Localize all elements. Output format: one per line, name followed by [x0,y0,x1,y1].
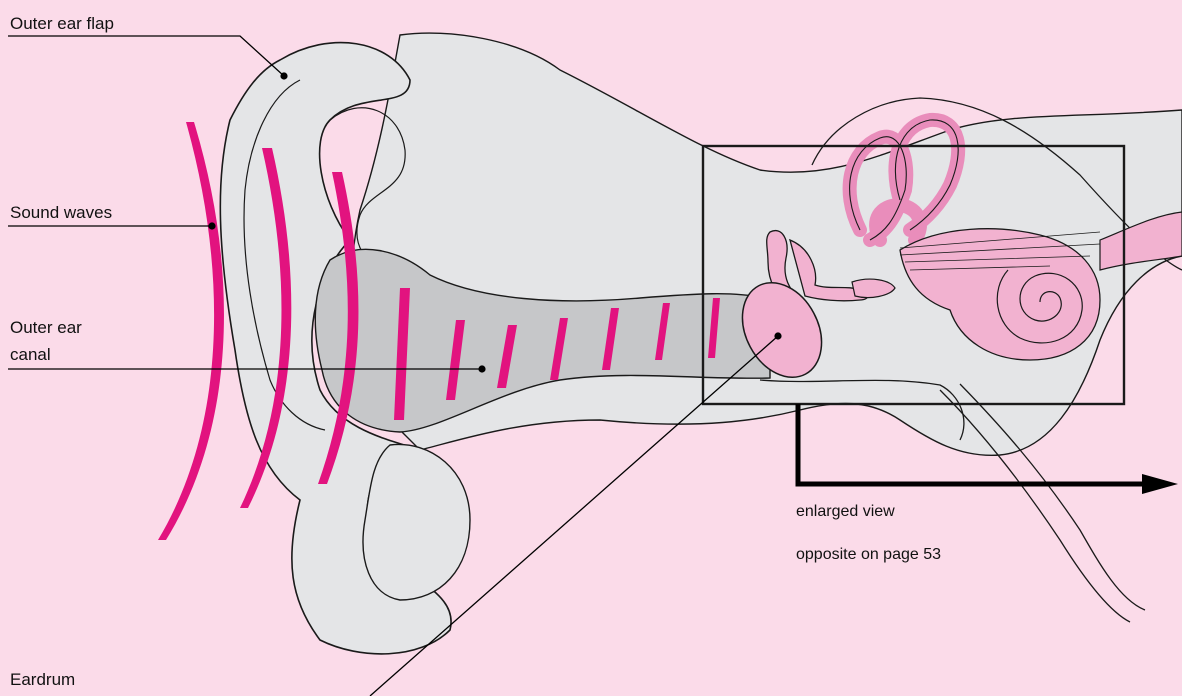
leader-outer-ear-flap [8,36,284,76]
label-outer-ear-canal-line2: canal [10,343,51,367]
label-eardrum: Eardrum [10,668,75,692]
label-outer-ear-canal-line1: Outer ear [10,316,82,340]
label-outer-ear-flap: Outer ear flap [10,12,114,36]
ear-lobe [363,444,470,600]
label-enlarged-view-line2: opposite on page 53 [796,543,941,567]
sound-wave-1 [158,122,224,540]
enlarged-view-arrowhead [1142,474,1178,494]
label-enlarged-view-line1: enlarged view [796,500,895,524]
marker-eardrum [774,332,781,339]
marker-outer-ear-flap [280,72,287,79]
label-sound-waves: Sound waves [10,201,112,225]
marker-outer-ear-canal [478,365,485,372]
marker-sound-waves [208,222,215,229]
